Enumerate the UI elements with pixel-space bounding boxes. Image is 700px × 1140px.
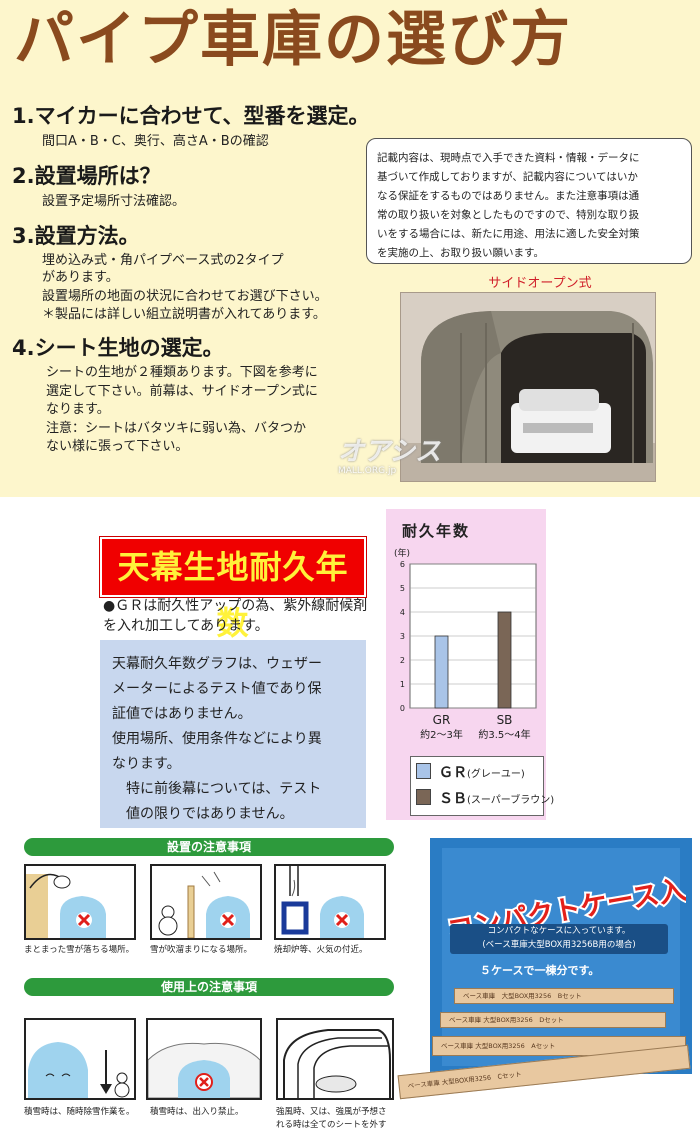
install-caution-caption: 焼却炉等、火気の付近。	[274, 945, 368, 955]
legend-item-gr: ＧＲ(グレーユー)	[416, 762, 525, 782]
chart-y-tick-label: 6	[400, 560, 405, 569]
usage-caution-caption: 積雪時は、出入り禁止。	[150, 1107, 244, 1117]
chart-x-sublabel: 約3.5～4年	[478, 728, 530, 741]
disclaimer-box: 記載内容は、現時点で入手できた資料・情報・データに 基づいて作成しておりますが、…	[366, 138, 692, 264]
chart-y-tick-label: 2	[400, 656, 405, 665]
photo-label: サイドオープン式	[488, 276, 592, 291]
step-3-line: 埋め込み式・角パイプベース式の2タイプ	[42, 253, 284, 268]
legend-swatch-sb	[416, 789, 431, 805]
illus-no-entry	[146, 1018, 262, 1100]
legend-code: ＧＲ	[439, 765, 467, 781]
garage-photo	[400, 292, 656, 482]
step-2-line: 設置予定場所寸法確認。	[42, 194, 186, 209]
watermark-text: オアシス	[338, 437, 441, 467]
illus-snow-removal	[24, 1018, 136, 1100]
step-1-line: 間口A・B・C、奥行、高さA・Bの確認	[42, 134, 269, 149]
compact-five-cases: ５ケースで一棟分です。	[480, 964, 600, 977]
chart-y-tick-label: 5	[400, 584, 405, 593]
step-4-heading: 4.シート生地の選定。	[12, 336, 224, 360]
usage-caution-title: 使用上の注意事項	[24, 978, 394, 996]
chart-y-tick-label: 1	[400, 680, 405, 689]
legend-name: (グレーユー)	[467, 769, 525, 780]
disclaimer-line: なる保証をするものではありません。また注意事項は通	[377, 190, 640, 202]
step-3-heading: 3.設置方法。	[12, 224, 140, 248]
frame-icon	[283, 1029, 391, 1098]
chart-grid	[409, 563, 537, 709]
step-1-heading: 1.マイカーに合わせて、型番を選定。	[12, 104, 370, 128]
disclaimer-line: 基づいて作成しておりますが、記載内容についてはいか	[377, 171, 638, 183]
legend-code: ＳＢ	[439, 791, 467, 807]
step-4-line: 選定して下さい。前幕は、サイドオープン式に	[46, 384, 318, 399]
durability-banner: 天幕生地耐久年数	[100, 537, 366, 642]
install-caution-caption: まとまった雪が落ちる場所。	[24, 945, 135, 955]
garage-illustration	[401, 293, 655, 481]
legend-name: (スーパーブラウン)	[467, 795, 555, 806]
watermark-sub: MALL.ORG.jp	[338, 466, 397, 476]
compact-case-inner	[442, 848, 680, 1066]
gr-note: ●ＧＲは耐久性アップの為、紫外線耐候剤を入れ加工してあります。	[103, 598, 368, 634]
legend-swatch-gr	[416, 763, 431, 779]
chart-y-tick-label: 0	[400, 704, 405, 713]
durability-note-box: 天幕耐久年数グラフは、ウェザー メーターによるテスト値であり保 証値ではありませ…	[100, 640, 366, 828]
disclaimer-line: を実施の上、お取り扱い願います。	[377, 247, 544, 259]
compact-sub-line: コンパクトなケースに入っています。	[487, 926, 631, 936]
legend-item-sb: ＳＢ(スーパーブラウン)	[416, 788, 554, 808]
note-line: なります。	[112, 756, 181, 772]
usage-caution-caption: 強風時、又は、強風が予想さ	[276, 1107, 387, 1117]
step-4-line: 注意：シートはバタツキに弱い為、バタつか	[46, 421, 307, 436]
chart-title: 耐久年数	[402, 522, 471, 540]
disclaimer-line: 記載内容は、現時点で入手できた資料・情報・データに	[377, 152, 640, 164]
illus-snow-falling	[24, 864, 136, 940]
step-3-line: があります。	[42, 270, 119, 285]
chart-x-tick-label: SB	[497, 713, 513, 727]
compact-sub-line: (ベース車庫大型BOX用3256B用の場合)	[482, 940, 636, 950]
case-box: ベース車庫 大型BOX用3256 Dセット	[440, 1012, 666, 1028]
illus-fire-nearby	[274, 864, 386, 940]
step-4-line: ない様に張って下さい。	[46, 439, 189, 454]
step-4-line: なります。	[46, 402, 110, 417]
note-line: 天幕耐久年数グラフは、ウェザー	[112, 656, 322, 672]
chart-y-label: (年)	[394, 547, 410, 559]
chart-x-tick-label: GR	[433, 713, 451, 727]
note-line: 使用場所、使用条件などにより異	[112, 731, 322, 747]
note-line: 値の限りではありません。	[112, 806, 294, 822]
install-caution-title: 設置の注意事項	[24, 838, 394, 856]
chart-y-tick-label: 4	[400, 608, 405, 617]
case-box: ベース車庫 大型BOX用3256 Bセット	[454, 988, 674, 1004]
chart-bar	[434, 635, 449, 709]
chart-bar	[497, 611, 512, 709]
snow-drift-icon	[158, 871, 250, 938]
chart-y-tick-label: 3	[400, 632, 405, 641]
watermark-logo: オアシス MALL.ORG.jp	[338, 438, 448, 484]
step-3-line: ＊製品には詳しい組立説明書が入れてあります。	[42, 307, 326, 322]
step-2-heading: 2.設置場所は？	[12, 164, 161, 188]
disclaimer-line: 常の取り扱いを対象としたものですので、特別な取り扱	[377, 209, 640, 221]
step-3-line: 設置場所の地面の状況に合わせてお選び下さい。	[42, 289, 328, 304]
disclaimer-line: いをする場合には、新たに用途、用法に適した安全対策	[377, 228, 640, 240]
illus-snow-drift	[150, 864, 262, 940]
snow-falling-icon	[26, 873, 106, 938]
compact-case-subtitle: コンパクトなケースに入っています。 (ベース車庫大型BOX用3256B用の場合)	[450, 924, 668, 954]
fire-icon	[281, 866, 364, 938]
usage-caution-caption: れる時は全てのシートを外す	[276, 1120, 387, 1130]
chart-y-ticks: 0 1 2 3 4 5 6	[400, 560, 405, 713]
chart-x-sublabel: 約2～3年	[420, 728, 463, 741]
illus-strong-wind	[276, 1018, 394, 1100]
chart-legend	[410, 756, 544, 816]
no-entry-icon	[148, 1042, 260, 1098]
note-line: メーターによるテスト値であり保	[112, 681, 322, 697]
note-line: 証値ではありません。	[112, 706, 252, 722]
note-line: 特に前後幕については、テスト	[112, 781, 322, 797]
snow-removal-icon	[28, 1042, 130, 1098]
page-title: パイプ車庫の選び方	[14, 5, 572, 75]
step-4-line: シートの生地が２種類あります。下図を参考に	[46, 365, 318, 380]
chart-bars	[434, 611, 512, 709]
usage-caution-caption: 積雪時は、随時除雪作業を。	[24, 1107, 135, 1117]
install-caution-caption: 雪が吹溜まりになる場所。	[150, 945, 253, 955]
